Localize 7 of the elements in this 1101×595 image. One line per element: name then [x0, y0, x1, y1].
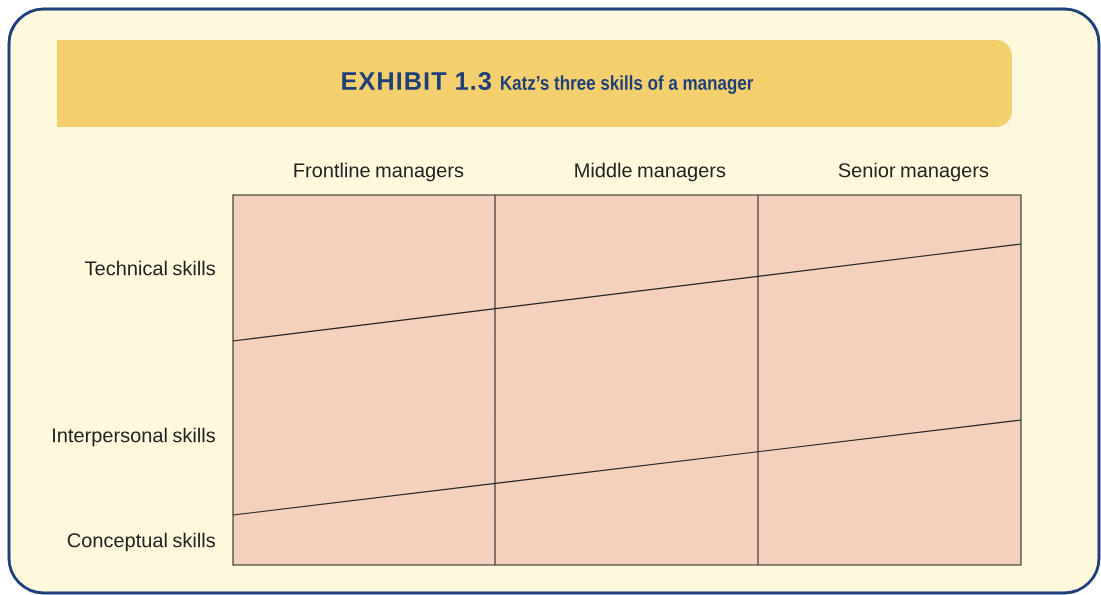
column-header: Senior managers: [838, 162, 989, 182]
row-label: Conceptual skills: [67, 532, 215, 552]
row-label: Technical skills: [85, 260, 215, 276]
row-label: Interpersonal skills: [53, 427, 215, 447]
title-banner: EXHIBIT 1.3 Katz’s three skills of a manager: [57, 40, 1012, 127]
column-header: Frontline managers: [294, 162, 464, 182]
column-header: Middle managers: [575, 162, 726, 182]
